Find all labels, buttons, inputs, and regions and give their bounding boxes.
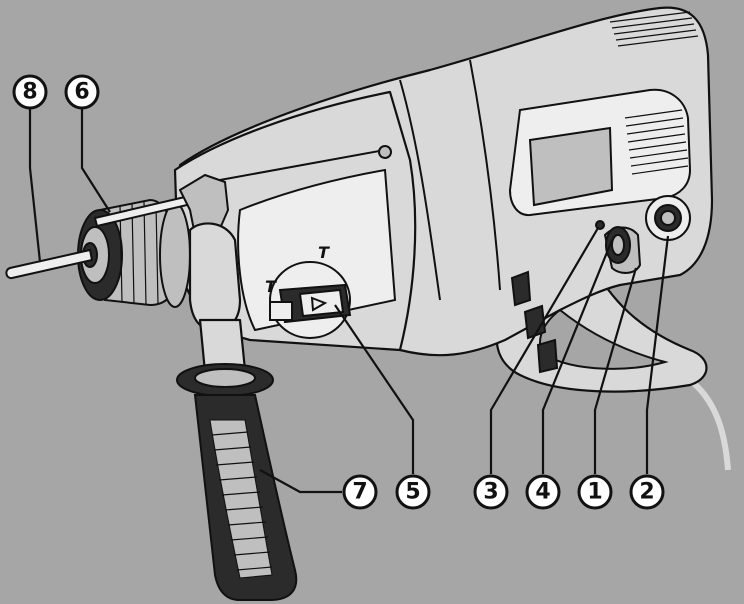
housing-seam-rear <box>469 59 501 291</box>
callout-7: 7 <box>342 474 378 510</box>
leader-4 <box>541 239 614 474</box>
callout-2: 2 <box>629 474 665 510</box>
rod-screw <box>378 145 392 159</box>
callout-6: 6 <box>64 74 100 110</box>
callout-5-label: 5 <box>405 480 420 505</box>
rear-vents <box>609 11 699 47</box>
aux-handle-clamp <box>188 222 242 332</box>
callout-4-label: 4 <box>535 480 550 505</box>
power-cord-outline <box>688 377 731 471</box>
callout-1-label: 1 <box>587 480 602 505</box>
drill-bit <box>5 248 94 280</box>
leader-8 <box>28 108 42 263</box>
callout-6-label: 6 <box>74 80 89 105</box>
leader-3 <box>489 227 599 474</box>
depth-stop-rod-top <box>219 149 386 181</box>
leader-5 <box>334 304 415 474</box>
aux-handle-guard-inner <box>194 368 256 388</box>
callout-5: 5 <box>395 474 431 510</box>
grip-crosshatch <box>211 431 273 571</box>
leader-1 <box>593 267 638 474</box>
motor-side-window <box>528 126 614 207</box>
housing-seam <box>399 79 441 301</box>
chuck-assembly <box>77 198 191 308</box>
trigger-switch-area <box>595 195 691 274</box>
leader-7 <box>259 469 342 494</box>
handle-grip-slot-2 <box>523 304 547 340</box>
callout-8: 8 <box>12 74 48 110</box>
side-vents <box>624 109 689 175</box>
callout-1: 1 <box>577 474 613 510</box>
callout-7-label: 7 <box>352 480 367 505</box>
direction-switch <box>595 220 605 230</box>
callout-8-label: 8 <box>22 80 37 105</box>
callout-2-label: 2 <box>639 480 654 505</box>
leader-2 <box>645 235 670 474</box>
leader-6 <box>80 108 111 213</box>
handle-grip-slot-3 <box>536 338 559 374</box>
callout-3-label: 3 <box>483 480 498 505</box>
handle-inner-gap <box>539 308 669 370</box>
switch-mark-hammer: T <box>265 277 277 296</box>
callout-3: 3 <box>473 474 509 510</box>
mode-selector-switch: T T <box>265 243 352 339</box>
callout-4: 4 <box>525 474 561 510</box>
handle-grip-slot-1 <box>510 270 532 307</box>
switch-mark-drill: T <box>318 243 330 262</box>
